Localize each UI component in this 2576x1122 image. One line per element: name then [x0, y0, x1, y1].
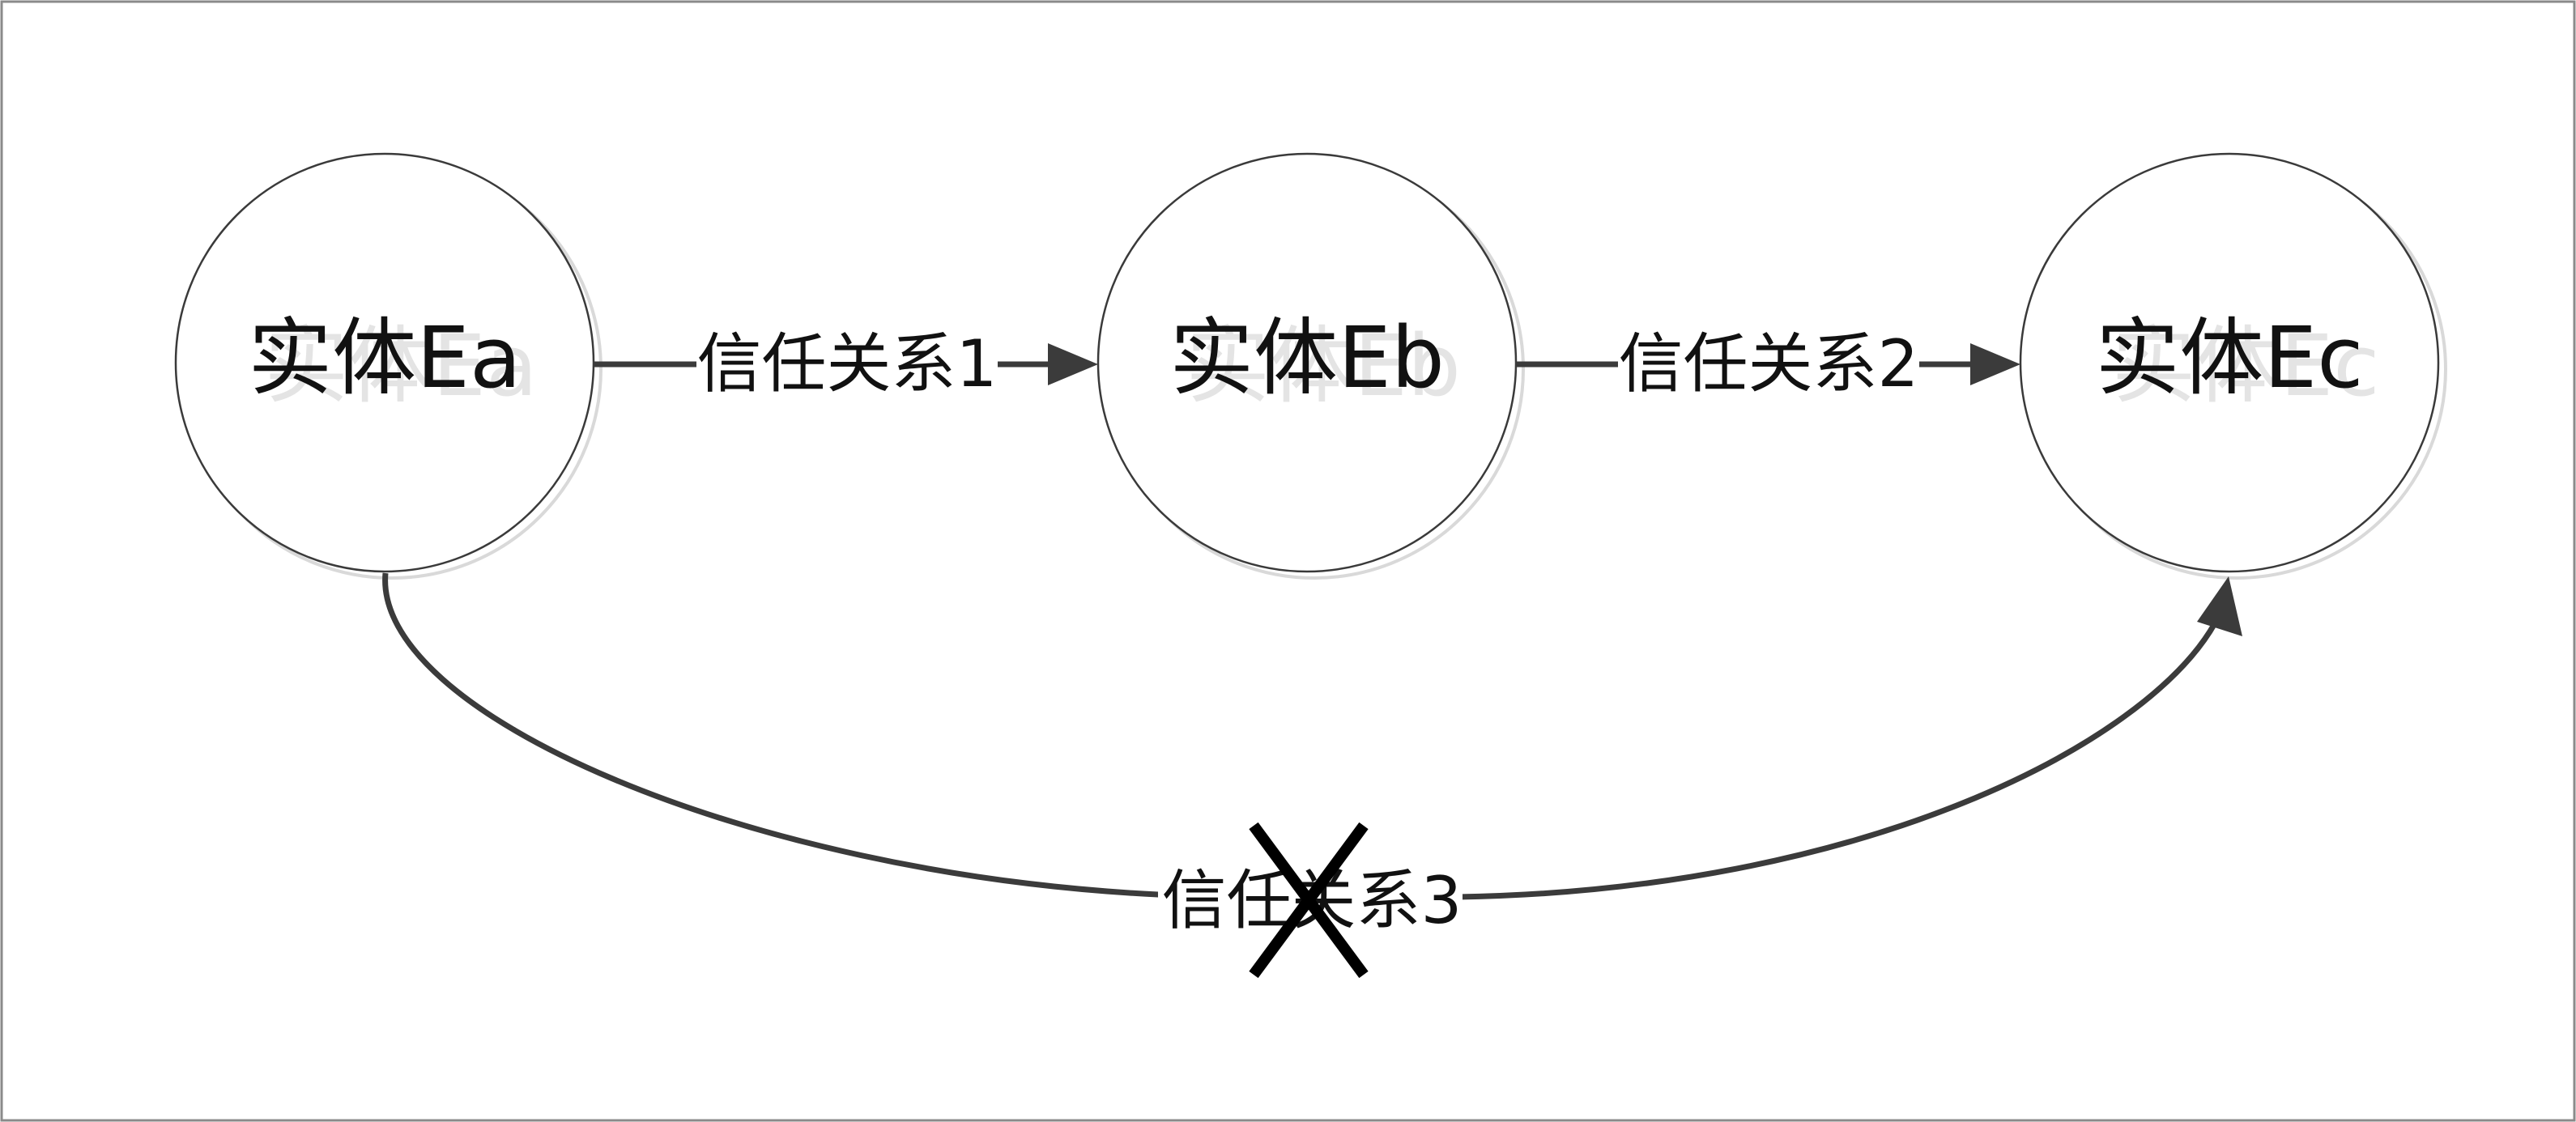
edge-eb-ec: 信任关系2 [1516, 326, 2020, 402]
blocked-x-mark [1249, 822, 1369, 979]
node-ea-label-shadow: 实体Ea [264, 317, 537, 415]
node-ea: 实体Ea 实体Ea [174, 152, 602, 580]
edge-ea-eb: 信任关系1 [594, 326, 1098, 402]
edge-ea-ec-curve [382, 572, 2218, 900]
edge-ea-eb-arrowhead [1048, 343, 1098, 385]
node-ec-label: 实体Ec [2096, 308, 2364, 407]
blocked-x-stroke-2 [1249, 822, 1369, 979]
edge-ea-ec: 信任关系3 [382, 572, 2242, 979]
node-eb-label: 实体Eb [1169, 308, 1445, 407]
node-ec-circle [2019, 152, 2440, 573]
node-eb-label-shadow: 实体Eb [1186, 317, 1461, 415]
edge-ea-eb-label: 信任关系1 [697, 326, 998, 402]
node-eb: 实体Eb 实体Eb [1096, 152, 1525, 580]
edge-ea-ec-arrowhead [2197, 576, 2242, 636]
node-ec: 实体Ec 实体Ec [2019, 152, 2447, 580]
edge-eb-ec-arrowhead [1970, 343, 2020, 385]
node-ec-label-shadow: 实体Ec [2112, 317, 2380, 415]
node-ea-label: 实体Ea [248, 308, 521, 407]
edge-eb-ec-label: 信任关系2 [1619, 326, 1919, 402]
